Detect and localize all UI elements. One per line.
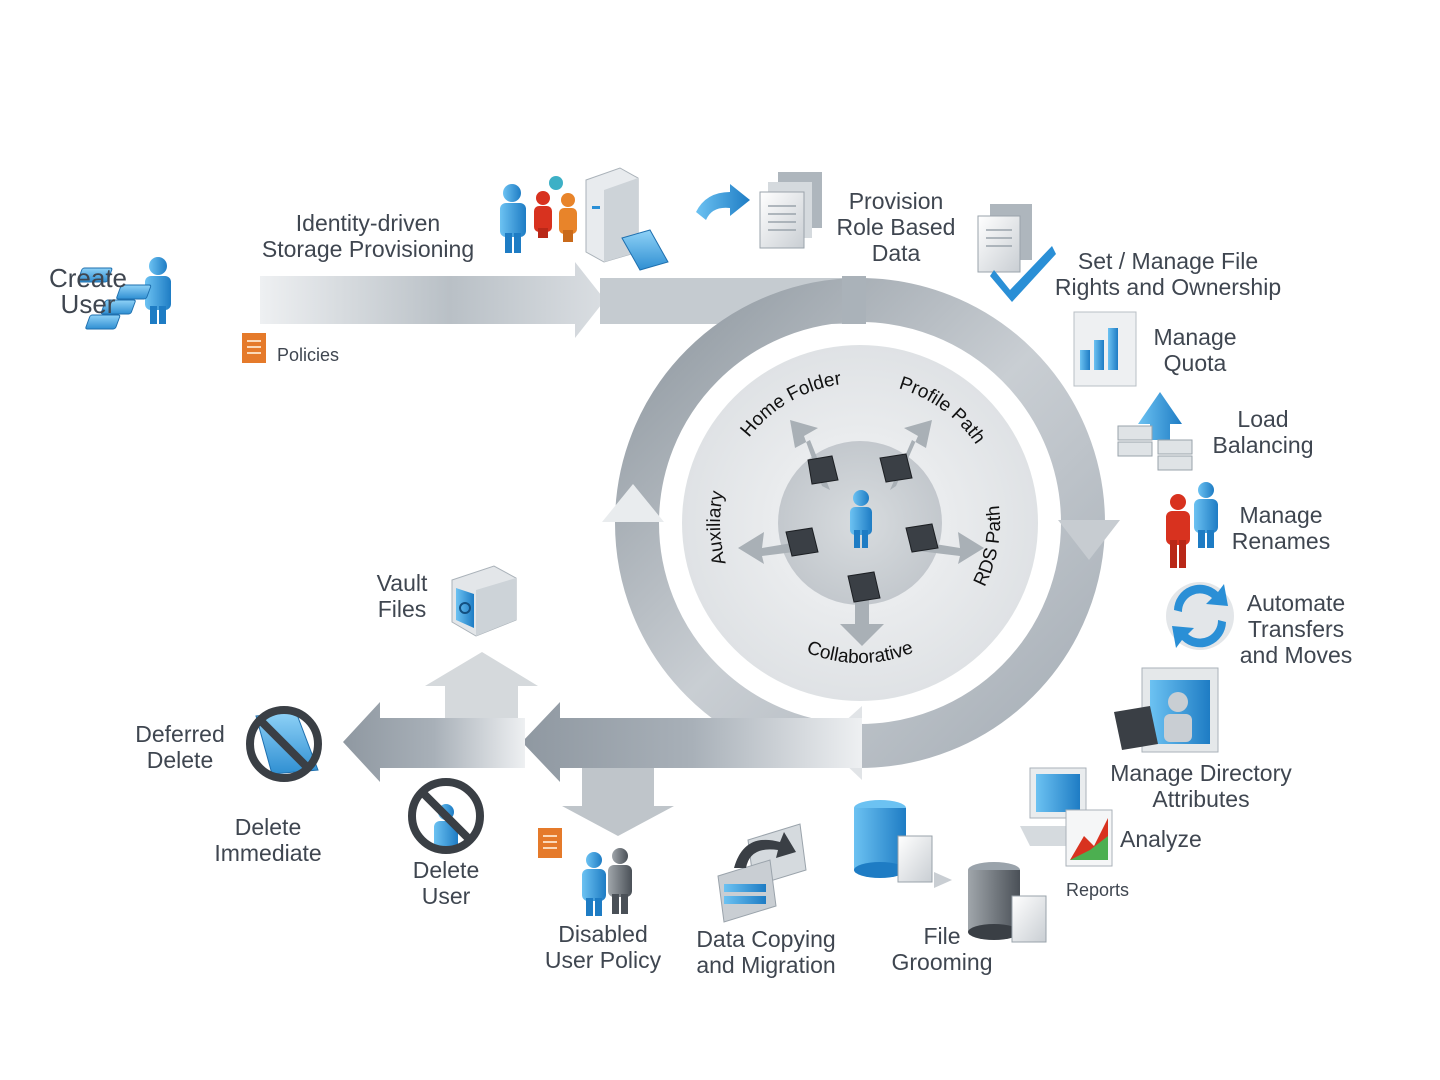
manage-directory-label: Manage Directory Attributes xyxy=(1110,760,1292,812)
deferred-delete-label: Deferred Delete xyxy=(135,721,225,773)
create-user-icon xyxy=(145,257,171,324)
policies-label: Policies xyxy=(277,345,340,365)
manage-renames-label: Manage Renames xyxy=(1231,502,1331,554)
analyze-label: Analyze xyxy=(1120,826,1202,852)
policies-icon xyxy=(242,333,266,363)
load-balancing-label: Load Balancing xyxy=(1212,406,1314,458)
file-grooming-icon xyxy=(854,800,1047,943)
automate-refresh-icon xyxy=(1166,582,1234,650)
documents-icon xyxy=(759,172,822,249)
directory-tree-icon xyxy=(77,267,152,330)
users-group-icon xyxy=(500,176,577,253)
ring-arrowhead-right xyxy=(1058,520,1120,560)
file-grooming-label: File Grooming xyxy=(891,923,993,975)
delete-user-label: Delete User xyxy=(412,857,480,909)
automate-transfers-label: Automate Transfers and Moves xyxy=(1239,590,1353,668)
deferred-delete-icon xyxy=(246,706,322,782)
rights-check-icon xyxy=(977,204,1056,302)
delete-user-icon xyxy=(408,778,484,854)
quota-chart-icon xyxy=(1073,311,1137,387)
disabled-policy-label: Disabled User Policy xyxy=(544,921,662,973)
directory-attributes-icon xyxy=(1114,667,1219,753)
set-manage-rights-label: Set / Manage File Rights and Ownership xyxy=(1054,248,1282,300)
vault-files-label: Vault Files xyxy=(376,570,428,622)
load-balancing-icon xyxy=(1117,392,1193,471)
analyze-monitor-icon xyxy=(1020,767,1113,867)
renames-users-icon xyxy=(1166,482,1218,568)
delete-immediate-label: Delete Immediate xyxy=(214,814,322,866)
manage-quota-label: Manage Quota xyxy=(1153,324,1237,376)
identity-provisioning-label: Identity-driven Storage Provisioning xyxy=(261,210,475,262)
create-user-label: Create User xyxy=(48,263,128,319)
reports-label: Reports xyxy=(1066,880,1130,900)
ring-arrowhead-left xyxy=(602,484,664,522)
data-copying-label: Data Copying and Migration xyxy=(696,926,836,978)
hub-user-icon xyxy=(850,490,872,548)
vault-icon xyxy=(451,565,517,637)
provision-role-label: Provision Role Based Data xyxy=(836,188,956,266)
curved-arrow-icon xyxy=(696,184,750,220)
data-copying-icon xyxy=(717,823,807,923)
disabled-users-icon xyxy=(538,828,632,916)
folder-icon xyxy=(621,229,669,271)
decommission-arrow xyxy=(343,652,862,836)
